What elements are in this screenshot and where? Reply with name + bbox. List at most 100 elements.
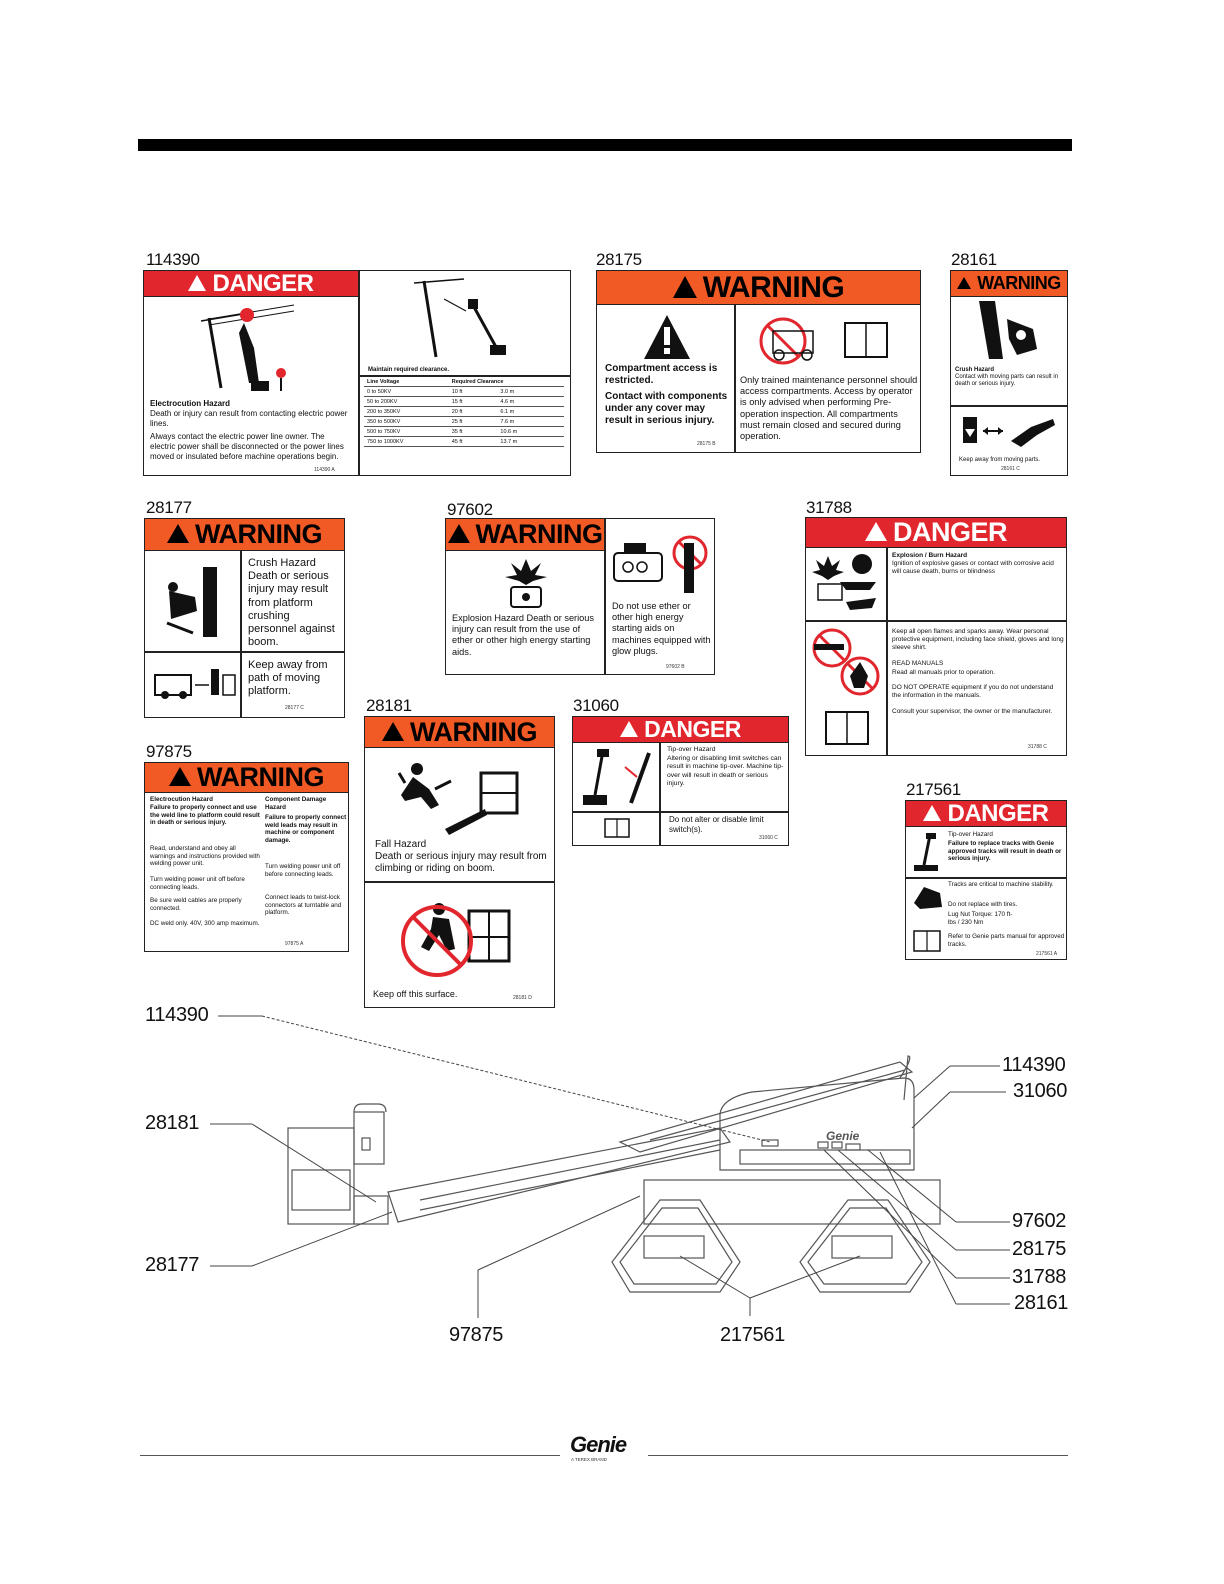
flames-text: Keep all open flames and sparks away. We…	[892, 628, 1064, 651]
track-right	[799, 1199, 931, 1293]
alert-triangle-icon	[167, 524, 189, 543]
crush-hazard-text: Crush Hazard Death or serious injury may…	[248, 557, 335, 649]
turntable-outline	[719, 1077, 915, 1171]
callout-28161: 28161	[1014, 1292, 1069, 1314]
decal-97875: WARNING Electrocution Hazard Failure to …	[144, 762, 349, 952]
alert-triangle-icon	[957, 276, 972, 289]
tip-over-title: Tip-over Hazard	[948, 831, 993, 838]
callout-31788: 31788	[1012, 1266, 1067, 1288]
track-icon	[914, 887, 942, 909]
manual-book-icon	[913, 930, 941, 952]
tip-over-text: Failure to replace tracks with Genie app…	[948, 840, 1062, 863]
danger-header: DANGER	[806, 518, 1066, 548]
part-number-28161: 28161	[951, 250, 997, 269]
decal-28181: WARNING Fall Hazard Death or serious inj…	[364, 716, 555, 1008]
part-number-28177: 28177	[146, 498, 192, 517]
danger-header: DANGER	[906, 801, 1066, 827]
decal-28161: WARNING Crush Hazard Contact with moving…	[950, 270, 1068, 476]
component-damage-title: Component Damage Hazard	[265, 796, 327, 811]
part-number-28181: 28181	[366, 696, 412, 715]
genie-logo: Genie	[570, 1432, 627, 1457]
decal-97602: WARNING Explosion Hazard Death or seriou…	[445, 518, 715, 675]
decal-code: 28161 C	[1001, 466, 1020, 472]
hazard-text: Ignition of explosive gases or contact w…	[892, 560, 1054, 575]
hazard-title: Explosion / Burn Hazard	[892, 552, 968, 559]
track-left	[611, 1199, 741, 1293]
callout-28175: 28175	[1012, 1238, 1067, 1260]
dc-weld-text: DC weld only. 40V, 300 amp maximum.	[150, 920, 260, 927]
warning-triangle-icon	[644, 315, 690, 359]
part-number-217561: 217561	[906, 780, 961, 799]
no-flames-icon	[812, 628, 880, 696]
callout-217561: 217561	[720, 1324, 785, 1346]
callout-97602: 97602	[1012, 1210, 1067, 1232]
alert-triangle-icon	[188, 274, 207, 291]
clearance-title: Maintain required clearance.	[368, 367, 450, 373]
compartment-text: Compartment access is restricted.	[605, 363, 718, 386]
battery-explosion-icon	[812, 554, 876, 610]
fall-hazard-icon	[397, 763, 519, 835]
no-operator-access-icon	[759, 317, 888, 365]
tip-over-title: Tip-over Hazard	[667, 746, 716, 753]
hazard-text: Contact with moving parts can result in …	[955, 374, 1059, 388]
alert-triangle-icon	[382, 721, 404, 741]
decal-114390: DANGER Electrocution Hazard Death or inj…	[143, 270, 571, 476]
contact-text: Contact with components under any cover …	[605, 391, 728, 426]
warning-header: WARNING	[597, 271, 920, 305]
footer-rule-right	[648, 1455, 1068, 1456]
boom-clearance-icon	[413, 278, 506, 358]
danger-header: DANGER	[573, 717, 788, 743]
read-warnings-text: Read, understand and obey all warnings a…	[150, 845, 260, 868]
electrocution-title: Electrocution Hazard	[150, 796, 213, 803]
fall-hazard-text: Death or serious injury may result from …	[375, 851, 547, 874]
warning-header: WARNING	[951, 271, 1067, 297]
decal-31788: DANGER Explosion / Burn Hazard Ignition …	[805, 517, 1067, 756]
part-number-31788: 31788	[806, 498, 852, 517]
refer-manual-text: Refer to Genie parts manual for approved…	[948, 933, 1065, 948]
moving-platform-icon	[154, 669, 236, 699]
tip-over-icon	[583, 749, 651, 805]
do-not-alter-text: Do not alter or disable limit switch(s).	[669, 815, 764, 834]
machine-brand-label: Genie	[826, 1129, 860, 1143]
turn-off-text: Turn welding power unit off before conne…	[150, 876, 245, 891]
consult-text: Consult your supervisor, the owner or th…	[892, 708, 1053, 715]
tracks-critical-text: Tracks are critical to machine stability…	[948, 881, 1054, 888]
crush-hand-icon	[979, 301, 1037, 359]
alert-triangle-icon	[447, 524, 470, 543]
no-tires-text: Do not replace with tires.	[948, 901, 1018, 908]
warning-header: WARNING	[446, 519, 604, 551]
decal-code: 28177 C	[285, 705, 304, 711]
callout-28181: 28181	[145, 1112, 200, 1134]
decal-code: 97602 B	[666, 664, 685, 670]
decal-code: 217561 A	[1036, 951, 1058, 957]
part-number-97875: 97875	[146, 742, 192, 761]
callout-114390-right: 114390	[1002, 1054, 1066, 1076]
no-ether-text: Do not use ether or other high energy st…	[612, 601, 711, 656]
footer-rule-left	[140, 1455, 560, 1456]
alert-triangle-icon	[169, 767, 191, 786]
col-header-clearance: Required Clearance	[448, 377, 564, 387]
callout-31060: 31060	[1013, 1080, 1068, 1102]
decal-code: 97875 A	[285, 941, 304, 947]
decal-code: 28175 B	[697, 441, 716, 447]
genie-tagline: A TEREX BRAND	[571, 1457, 607, 1462]
fall-hazard-title: Fall Hazard	[375, 839, 427, 850]
no-ether-icon	[613, 535, 708, 593]
decal-code: 114390 A	[314, 467, 335, 473]
col-header-voltage: Line Voltage	[364, 377, 449, 387]
boom-outline	[387, 1127, 732, 1223]
hazard-title: Electrocution Hazard	[150, 399, 231, 408]
warning-header: WARNING	[145, 519, 344, 551]
read-manuals-title: READ MANUALS	[892, 660, 944, 667]
warning-header: WARNING	[145, 763, 348, 793]
manual-book-icon	[604, 818, 630, 838]
decal-31060: DANGER Tip-over Hazard Altering or disab…	[572, 716, 789, 846]
part-number-28175: 28175	[596, 250, 642, 269]
warning-header: WARNING	[365, 717, 554, 748]
